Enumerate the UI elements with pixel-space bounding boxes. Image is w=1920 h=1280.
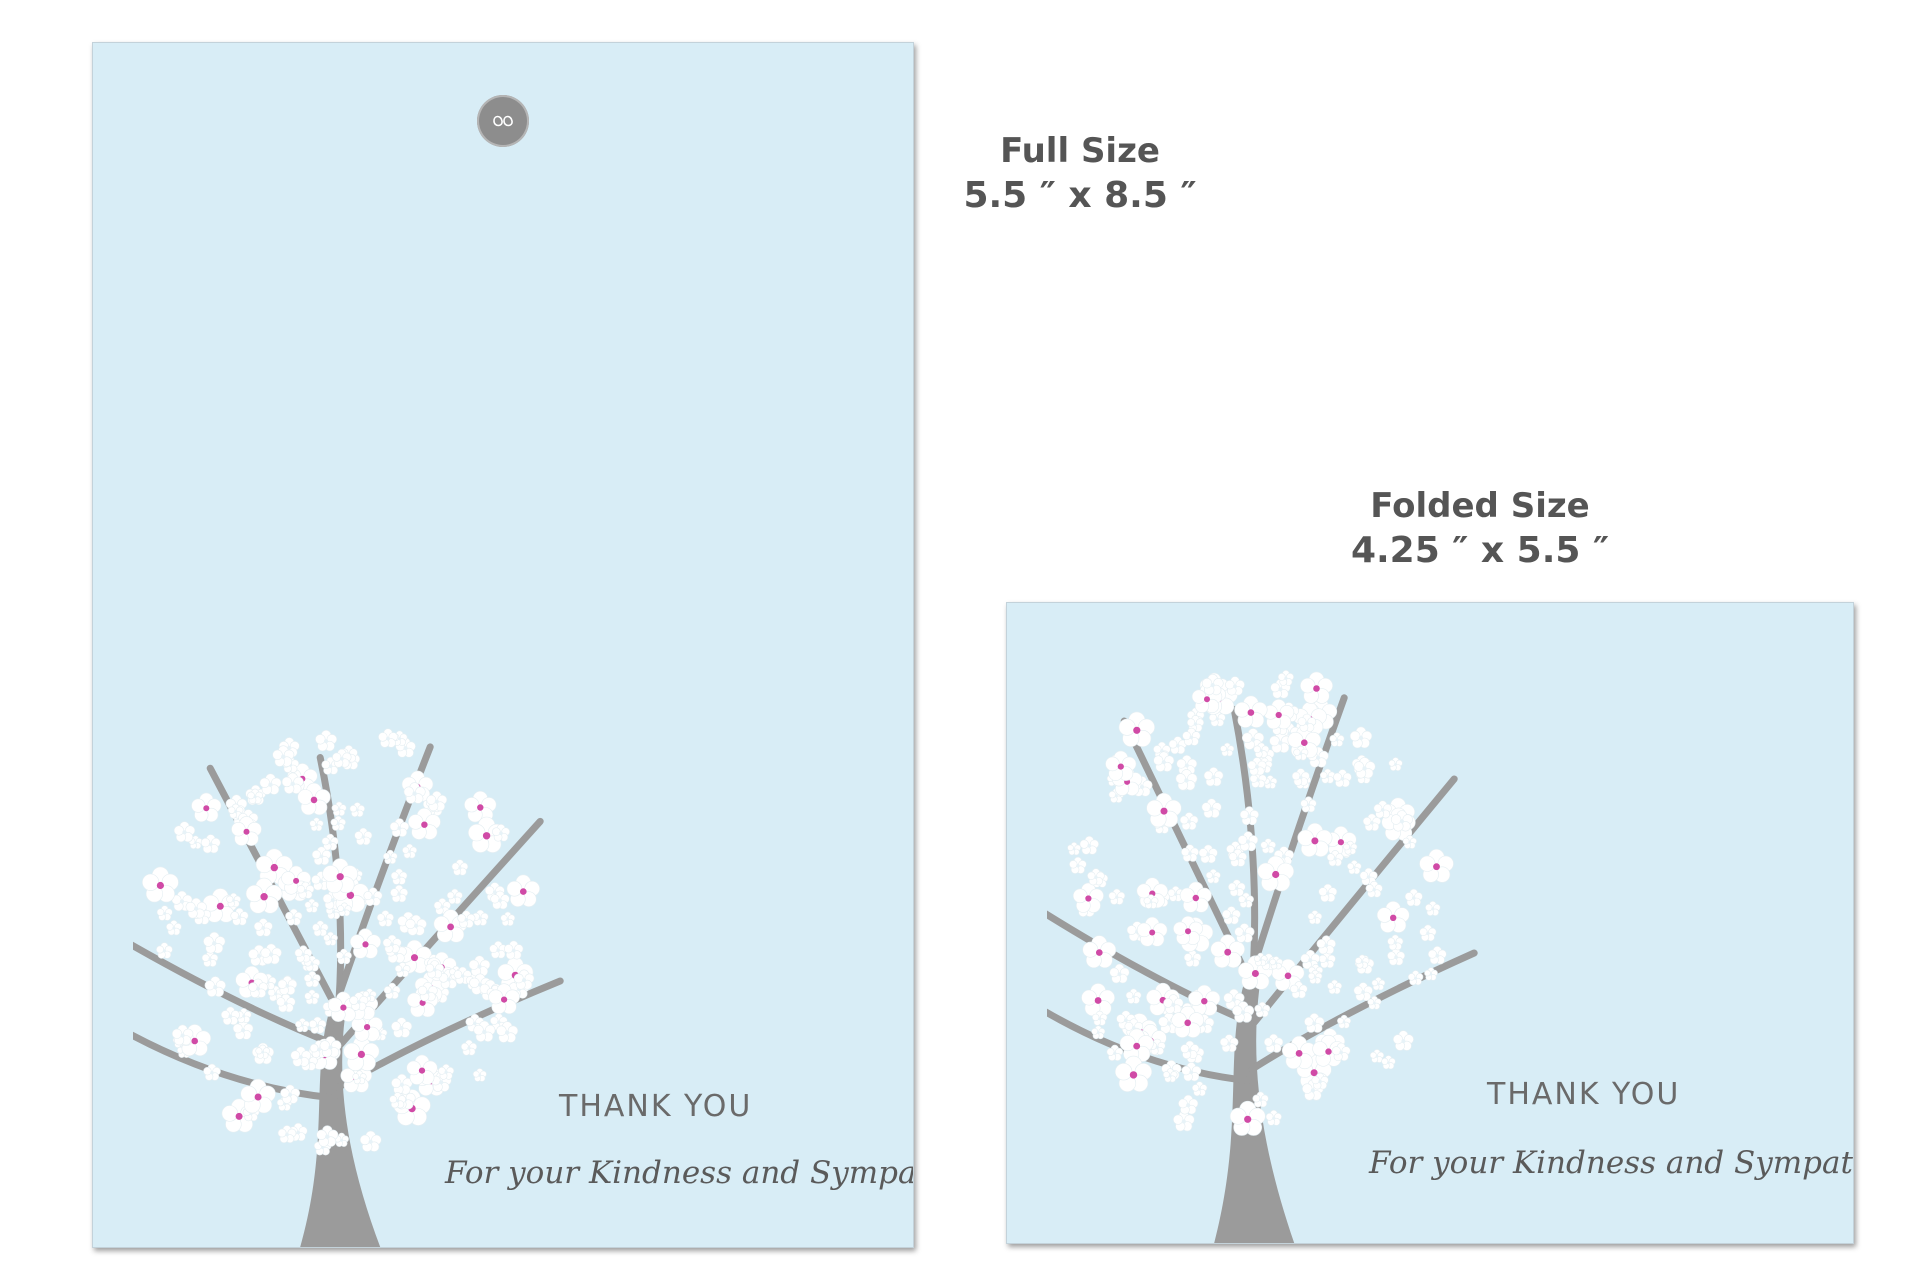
full-size-title: Full Size <box>1000 131 1160 171</box>
folded-size-label: Folded Size 4.25 ″ x 5.5 ″ <box>1340 485 1620 573</box>
folded-size-card: THANK YOU For your Kindness and Sympathy <box>1006 602 1854 1244</box>
folded-size-title: Folded Size <box>1370 486 1590 526</box>
sympathy-subtitle: For your Kindness and Sympathy <box>1369 1145 1854 1181</box>
sympathy-subtitle: For your Kindness and Sympathy <box>445 1155 913 1191</box>
logo-seal-icon <box>477 95 529 147</box>
blossom-tree-illustration <box>133 715 693 1247</box>
thank-you-heading: THANK YOU <box>559 1089 753 1124</box>
full-size-dimensions: 5.5 ″ x 8.5 ″ <box>963 174 1197 216</box>
full-size-card: THANK YOU For your Kindness and Sympathy <box>92 42 914 1248</box>
folded-size-dimensions: 4.25 ″ x 5.5 ″ <box>1350 529 1610 571</box>
blossom-tree-illustration <box>1047 663 1607 1243</box>
thank-you-heading: THANK YOU <box>1487 1077 1681 1112</box>
full-size-label: Full Size 5.5 ″ x 8.5 ″ <box>960 130 1200 218</box>
